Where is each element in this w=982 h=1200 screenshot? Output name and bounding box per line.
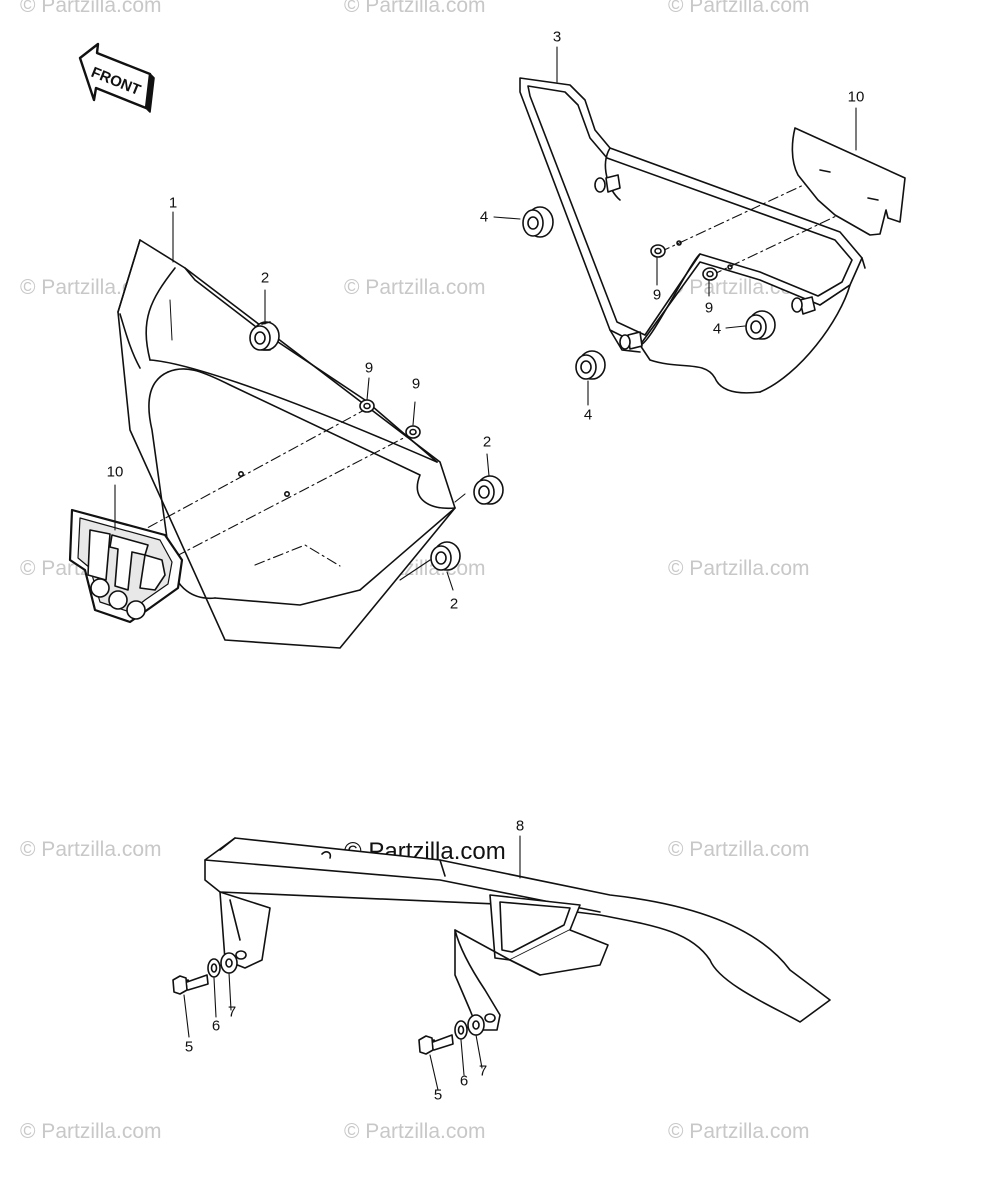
callout-3: 3 [552,28,562,46]
right-side-cover [519,77,866,394]
callout-4: 4 [583,406,593,424]
callout-7: 7 [227,1003,237,1021]
chain-guard [204,837,831,1031]
lock-washer [207,958,221,978]
watermark: © Partzilla.com [344,0,486,17]
watermark: © Partzilla.com [668,557,810,580]
lock-washer [454,1020,468,1040]
grommet [575,350,606,380]
callout-6: 6 [211,1017,221,1035]
nut [650,244,666,258]
bolt [418,1034,454,1055]
ltd-emblem [68,508,184,624]
callout-8: 8 [515,817,525,835]
pin [619,331,643,350]
callout-2: 2 [482,433,492,451]
pin [594,174,621,193]
callout-2: 2 [449,595,459,613]
watermark: © Partzilla.com [668,0,810,17]
washer [220,952,238,974]
nut [359,399,375,413]
washer [467,1014,485,1036]
grommet [522,206,554,238]
callout-9: 9 [704,299,714,317]
grommet [473,475,504,505]
callout-9: 9 [411,375,421,393]
bolt [172,974,209,995]
nut [702,267,718,281]
callout-10: 10 [847,88,865,106]
grommet [745,310,776,340]
watermark: © Partzilla.com [20,1120,162,1143]
callout-5: 5 [184,1038,194,1056]
callout-9: 9 [364,359,374,377]
watermark: © Partzilla.com [20,0,162,17]
callout-10: 10 [106,463,124,481]
pin [791,296,816,315]
watermark: © Partzilla.com [344,276,486,299]
watermark: © Partzilla.com [668,838,810,861]
callout-5: 5 [433,1086,443,1104]
watermark: © Partzilla.com [20,838,162,861]
callout-6: 6 [459,1072,469,1090]
callout-7: 7 [478,1062,488,1080]
callout-2: 2 [260,269,270,287]
watermark: © Partzilla.com [344,1120,486,1143]
callout-4: 4 [712,320,722,338]
callout-1: 1 [168,194,178,212]
grommet [430,541,461,571]
callout-4: 4 [479,208,489,226]
grommet [249,321,280,351]
emblem-plate [791,127,906,236]
front-arrow-icon [78,42,155,113]
left-side-cover [117,239,456,649]
nut [405,425,421,439]
callout-9: 9 [652,286,662,304]
watermark: © Partzilla.com [668,1120,810,1143]
